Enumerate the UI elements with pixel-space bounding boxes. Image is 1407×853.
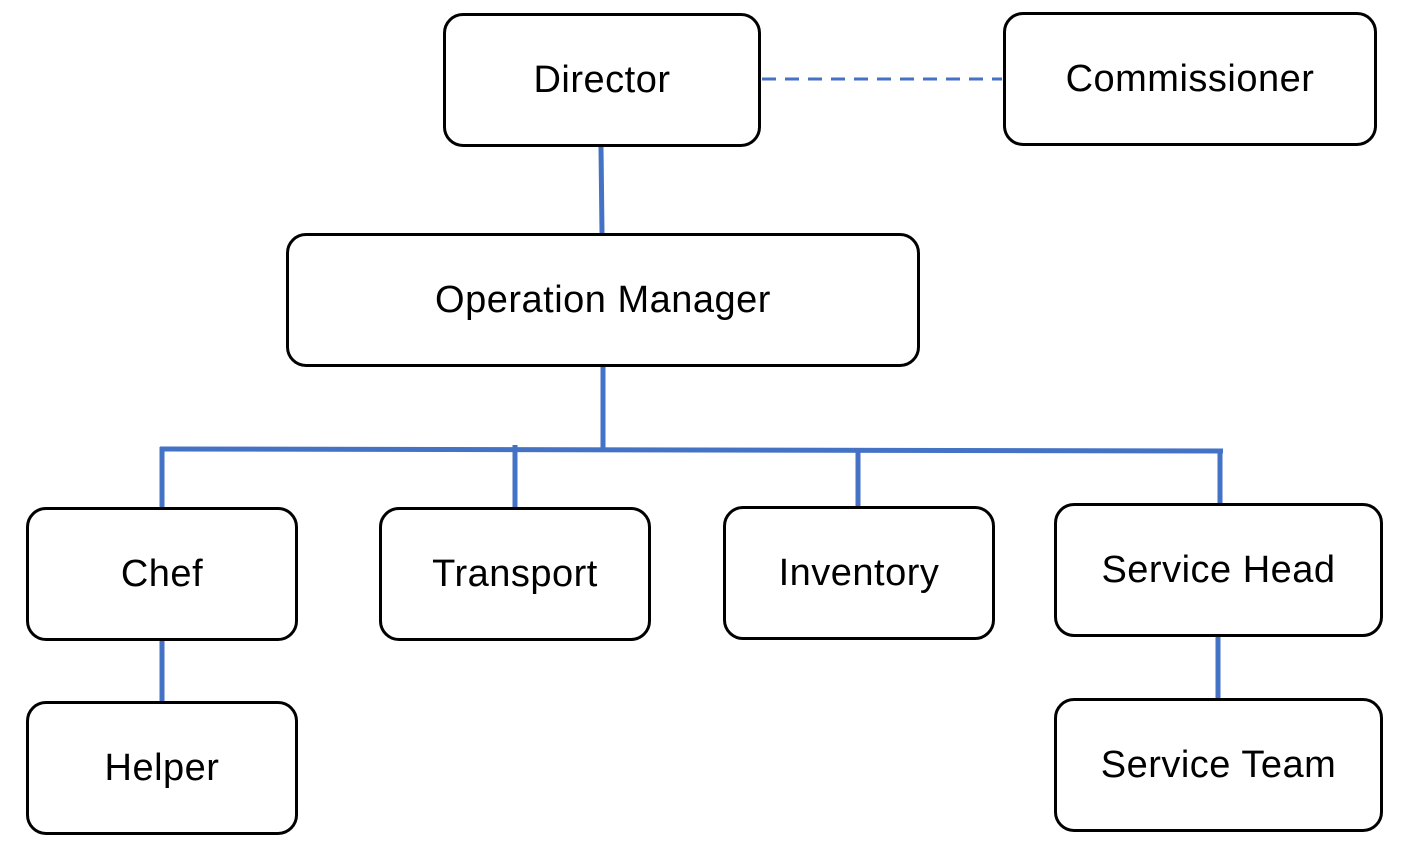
inventory-box: Inventory xyxy=(723,506,995,640)
helper-label: Helper xyxy=(104,746,220,789)
connector-branch-bar xyxy=(159,446,1224,454)
operation-manager-box: Operation Manager xyxy=(286,233,920,367)
inventory-label: Inventory xyxy=(778,551,940,594)
helper-box: Helper xyxy=(26,701,298,835)
director-box: Director xyxy=(443,13,761,147)
service-team-label: Service Team xyxy=(1100,743,1337,786)
service-head-box: Service Head xyxy=(1054,503,1383,637)
transport-box: Transport xyxy=(379,507,651,641)
connector-director-operation-manager xyxy=(598,146,605,234)
service-head-label: Service Head xyxy=(1101,548,1336,591)
commissioner-label: Commissioner xyxy=(1065,57,1315,100)
transport-label: Transport xyxy=(432,552,598,595)
chef-box: Chef xyxy=(26,507,298,641)
chef-label: Chef xyxy=(120,552,204,595)
operation-manager-label: Operation Manager xyxy=(435,278,771,321)
director-label: Director xyxy=(533,58,671,101)
commissioner-box: Commissioner xyxy=(1003,12,1377,146)
service-team-box: Service Team xyxy=(1054,698,1383,832)
